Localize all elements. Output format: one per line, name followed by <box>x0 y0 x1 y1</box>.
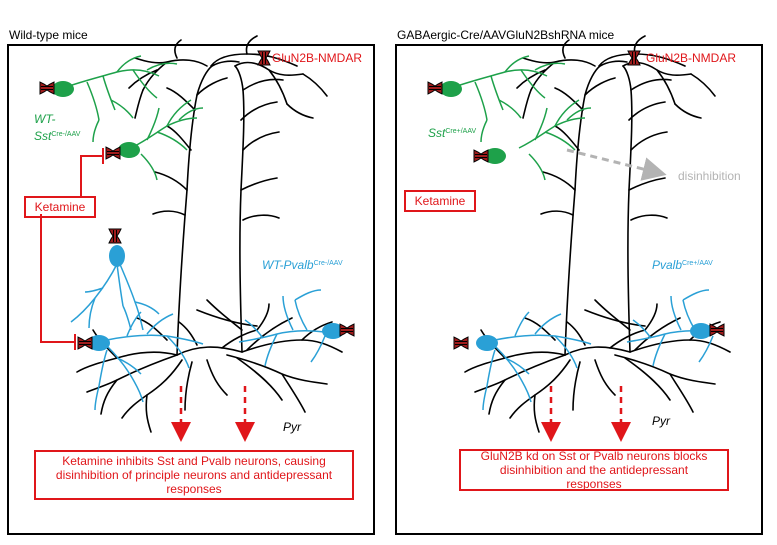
right-sst-main: Sst <box>428 126 446 140</box>
left-sst-sup: Cre-/AAV <box>51 131 81 138</box>
left-pvalb-label: WT-PvalbCre-/AAV <box>262 258 343 272</box>
right-disinhibition-label: disinhibition <box>678 169 741 183</box>
right-pvalb-sup: Cre+/AAV <box>682 260 713 267</box>
right-panel <box>395 44 763 535</box>
left-sst-label: WT- SstCre-/AAV <box>34 112 80 144</box>
left-pvalb-main: WT-Pvalb <box>262 258 314 272</box>
right-outcome-box: GluN2B kd on Sst or Pvalb neurons blocks… <box>459 449 729 491</box>
right-pyr-label: Pyr <box>652 414 670 428</box>
right-ketamine-box: Ketamine <box>404 190 476 212</box>
left-sst-main: Sst <box>34 129 52 143</box>
left-pvalb-sup: Cre-/AAV <box>313 260 343 267</box>
left-panel-title: Wild-type mice <box>9 28 88 42</box>
left-outcome-box: Ketamine inhibits Sst and Pvalb neurons,… <box>34 450 354 500</box>
left-sst-prefix: WT- <box>34 112 56 126</box>
right-sst-sup: Cre+/AAV <box>445 128 477 135</box>
right-sst-label: SstCre+/AAV <box>428 126 476 140</box>
right-pvalb-main: Pvalb <box>652 258 683 272</box>
left-pyr-label: Pyr <box>283 420 301 434</box>
right-panel-title: GABAergic-Cre/AAVGluN2BshRNA mice <box>397 28 615 42</box>
left-legend-label: GluN2B-NMDAR <box>272 51 363 65</box>
left-ketamine-box: Ketamine <box>24 196 96 218</box>
right-legend-label: GluN2B-NMDAR <box>646 51 737 65</box>
right-pvalb-label: PvalbCre+/AAV <box>652 258 713 272</box>
left-panel <box>7 44 375 535</box>
